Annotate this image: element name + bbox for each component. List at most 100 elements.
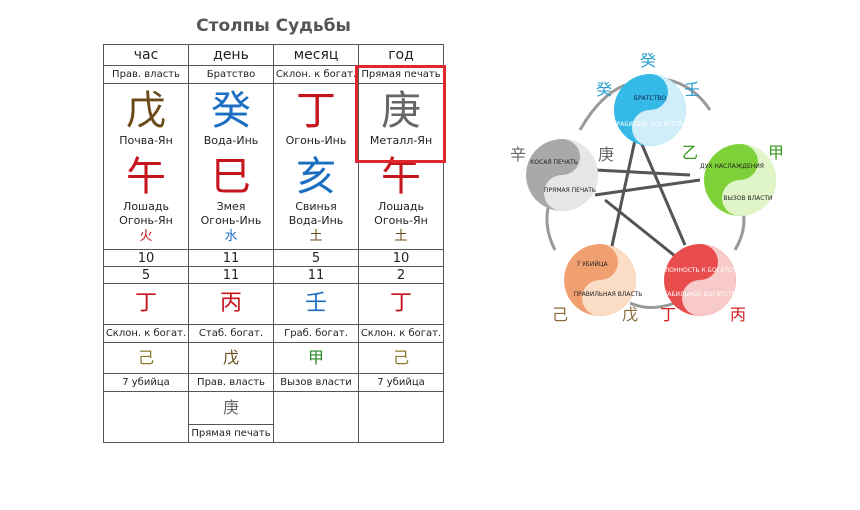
hidden-stem-god: Стаб. богат.	[188, 324, 274, 343]
fire-element: СКЛОННОСТЬ К БОГАТСТВУ СТАБИЛЬНОЕ БОГАТС…	[656, 244, 746, 324]
hidden-element: 火	[139, 228, 153, 244]
hidden-stem-god: 7 убийца	[103, 373, 189, 392]
page-title: Столпы Судьбы	[196, 16, 351, 36]
col-header: год	[358, 44, 444, 66]
hidden-stem-god: 7 убийца	[358, 373, 444, 392]
earth-char: 戊	[622, 305, 638, 324]
row-b-value: 5	[103, 266, 189, 284]
row-a-value: 5	[273, 249, 359, 267]
earth-bottom-label: ПРАВИЛЬНАЯ ВЛАСТЬ	[574, 291, 643, 298]
hidden-stem-cell: 壬	[273, 283, 359, 325]
row-a-value: 10	[358, 249, 444, 267]
branch-label: Свинья	[295, 199, 337, 213]
metal-yin	[544, 139, 598, 211]
earth-element: 7 УБИЙЦА ПРАВИЛЬНАЯ ВЛАСТЬ 己 戊	[552, 244, 642, 324]
hidden-element: 土	[394, 228, 408, 244]
row-b-value: 11	[188, 266, 274, 284]
ten-god: Склон. к богат.	[273, 65, 359, 84]
hidden-stem-cell: 己	[103, 342, 189, 374]
branch-char: 亥	[296, 153, 336, 200]
pillar-hour-cell: 戊 Почва-Ян 午 Лошадь Огонь-Ян 火	[103, 83, 189, 250]
branch-element-label: Огонь-Ян	[119, 213, 173, 227]
water-element: БРАТСТВО ГРАБИТЕЛЬ БОГАТСТВА 癸 癸 壬	[596, 51, 700, 146]
fire-char: 丁	[660, 305, 676, 324]
row-b-value: 2	[358, 266, 444, 284]
highlight-box	[355, 65, 446, 163]
earth-yin	[582, 244, 636, 316]
col-header: месяц	[273, 44, 359, 66]
hidden-element: 水	[224, 228, 238, 244]
stem-char: 戊	[126, 87, 166, 134]
hidden-stem-char: 甲	[307, 348, 324, 367]
arrow-water-fire	[638, 139, 687, 246]
empty-cell	[103, 391, 189, 443]
hidden-stem-god: Граб. богат.	[273, 324, 359, 343]
hidden-element: 土	[309, 228, 323, 244]
metal-char: 辛	[510, 145, 526, 164]
hidden-stem-god: Склон. к богат.	[358, 324, 444, 343]
earth-top-label: 7 УБИЙЦА	[576, 261, 608, 268]
stem-label: Металл-Ян	[369, 133, 433, 147]
stem-char: 庚	[381, 87, 421, 134]
hidden-stem-char: 丁	[134, 291, 157, 316]
wood-top-label: ДУХ НАСЛАЖДЕНИЯ	[700, 163, 764, 170]
branch-label: Лошадь	[378, 199, 424, 213]
wood-char: 乙	[682, 143, 698, 162]
row-a-value: 11	[188, 249, 274, 267]
hidden-stem-god: Склон. к богат.	[103, 324, 189, 343]
branch-element-label: Вода-Инь	[288, 213, 344, 227]
ten-god: Братство	[188, 65, 274, 84]
hidden-stem-char: 己	[137, 348, 154, 367]
hidden-stem-god: Прав. власть	[188, 373, 274, 392]
arrow-earth-water	[608, 139, 637, 256]
row-a-value: 10	[103, 249, 189, 267]
branch-element-label: Огонь-Инь	[200, 213, 262, 227]
hidden-stem-cell: 丙	[188, 283, 274, 325]
fire-top-label: СКЛОННОСТЬ К БОГАТСТВУ	[656, 267, 744, 274]
branch-label: Змея	[216, 199, 246, 213]
ten-god: Прав. власть	[103, 65, 189, 84]
hidden-stem-cell: 甲	[273, 342, 359, 374]
stem-label: Вода-Инь	[203, 133, 259, 147]
water-char: 癸	[596, 80, 612, 99]
branch-label: Лошадь	[123, 199, 169, 213]
water-bottom-label: ГРАБИТЕЛЬ БОГАТСТВА	[613, 121, 688, 128]
pillars-table: час день месяц год Прав. власть Братство…	[103, 44, 444, 443]
stem-label: Огонь-Инь	[285, 133, 347, 147]
stem-char: 丁	[296, 87, 336, 134]
arrow-metal-wood	[594, 168, 691, 177]
metal-bottom-label: ПРЯМАЯ ПЕЧАТЬ	[544, 187, 596, 194]
hidden-stem-char: 丙	[219, 291, 242, 316]
water-top-label: БРАТСТВО	[634, 95, 666, 102]
hidden-stem-cell: 己	[358, 342, 444, 374]
metal-element: КОСАЯ ПЕЧАТЬ ПРЯМАЯ ПЕЧАТЬ 辛 庚	[510, 139, 614, 211]
col-header: час	[103, 44, 189, 66]
metal-char: 庚	[598, 145, 614, 164]
wood-bottom-label: ВЫЗОВ ВЛАСТИ	[723, 195, 772, 202]
branch-char: 午	[126, 153, 166, 200]
hidden-stem-cell: 庚	[188, 391, 274, 425]
empty-cell	[358, 391, 444, 443]
row-b-value: 11	[273, 266, 359, 284]
fire-char: 丙	[730, 305, 746, 324]
arrow-fire-metal	[604, 198, 681, 262]
earth-char: 己	[552, 305, 568, 324]
hidden-stem-char: 己	[392, 348, 409, 367]
arrow-fire-earth	[629, 301, 676, 309]
wood-yin	[722, 144, 776, 216]
five-elements-diagram: БРАТСТВО ГРАБИТЕЛЬ БОГАТСТВА 癸 癸 壬 ДУХ Н…	[510, 51, 784, 324]
hidden-stem-char: 庚	[222, 398, 239, 417]
water-yin	[632, 74, 686, 146]
hidden-stem-god: Прямая печать	[188, 424, 274, 443]
fire-yin	[682, 244, 736, 316]
wood-char: 甲	[768, 143, 784, 162]
empty-cell	[273, 391, 359, 443]
branch-char: 巳	[211, 153, 251, 200]
hidden-stem-cell: 戊	[188, 342, 274, 374]
hidden-stem-god: Вызов власти	[273, 373, 359, 392]
hidden-stem-char: 壬	[304, 291, 327, 316]
branch-element-label: Огонь-Ян	[374, 213, 428, 227]
water-char: 癸	[640, 51, 656, 70]
pillar-month-cell: 丁 Огонь-Инь 亥 Свинья Вода-Инь 土	[273, 83, 359, 250]
stem-label: Почва-Ян	[119, 133, 173, 147]
